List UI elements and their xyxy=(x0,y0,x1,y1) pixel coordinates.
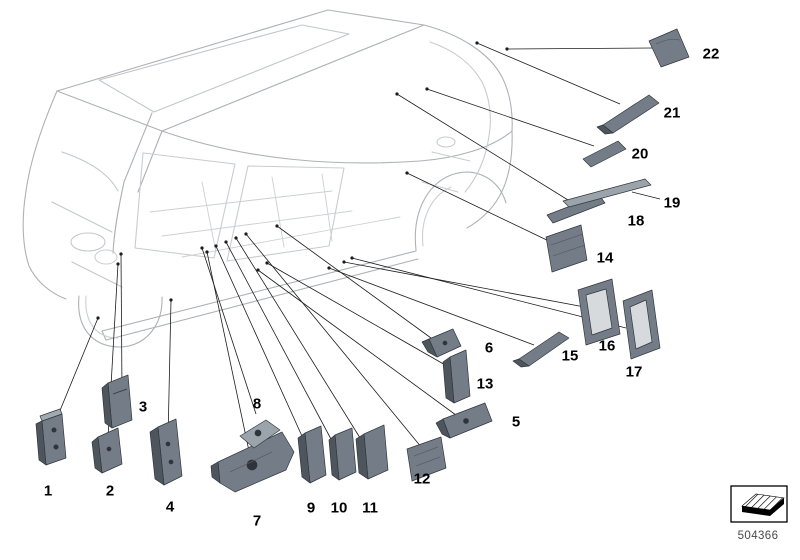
callout-label-6: 6 xyxy=(484,339,494,357)
part-16-shape xyxy=(577,278,621,346)
part-13-shape xyxy=(442,349,471,404)
callout-label-13: 13 xyxy=(476,375,494,393)
car-body-wireframe xyxy=(22,9,513,348)
callout-label-10: 10 xyxy=(330,499,348,517)
callout-label-7: 7 xyxy=(252,512,262,530)
callout-label-1: 1 xyxy=(43,482,53,500)
callout-label-11: 11 xyxy=(362,499,378,517)
catalog-number: 504366 xyxy=(737,530,779,542)
callout-label-17: 17 xyxy=(625,363,643,381)
part-shapes xyxy=(35,28,690,493)
part-15-shape xyxy=(512,331,570,368)
part-14-shape xyxy=(545,224,588,273)
callout-label-18: 18 xyxy=(627,212,645,230)
part-17-shape xyxy=(622,289,661,360)
callout-label-8: 8 xyxy=(252,395,262,413)
part-9-shape xyxy=(297,425,327,484)
part-2-shape xyxy=(91,427,123,474)
sealing-symbol-icon xyxy=(730,485,788,523)
part-11-shape xyxy=(355,424,389,480)
part-20-shape xyxy=(582,140,627,168)
callout-label-21: 21 xyxy=(663,104,681,122)
callout-label-14: 14 xyxy=(596,249,614,267)
part-6-shape xyxy=(421,328,462,358)
callout-label-20: 20 xyxy=(631,145,649,163)
part-8-shape xyxy=(239,419,281,449)
part-4-shape xyxy=(149,418,183,486)
leader-lines xyxy=(51,41,661,471)
leader-origin-dots xyxy=(96,41,509,320)
part-5-shape xyxy=(435,402,493,439)
part-10-shape xyxy=(328,427,357,481)
callout-label-19: 19 xyxy=(663,194,681,212)
callout-label-12: 12 xyxy=(413,470,431,488)
part-12-shape xyxy=(406,436,447,482)
callout-label-4: 4 xyxy=(165,498,175,516)
part-1-shape xyxy=(35,408,67,466)
part-3-shape xyxy=(101,374,133,429)
part-7-shape xyxy=(210,431,295,493)
callout-label-3: 3 xyxy=(138,398,148,416)
callout-label-5: 5 xyxy=(511,413,521,431)
callout-label-9: 9 xyxy=(306,499,316,517)
part-22-shape xyxy=(648,28,690,68)
callout-label-2: 2 xyxy=(105,482,115,500)
callout-label-15: 15 xyxy=(561,347,579,365)
part-19-shape xyxy=(562,178,652,208)
callout-label-22: 22 xyxy=(702,45,720,63)
callout-label-16: 16 xyxy=(598,337,616,355)
part-21-shape xyxy=(596,94,660,135)
